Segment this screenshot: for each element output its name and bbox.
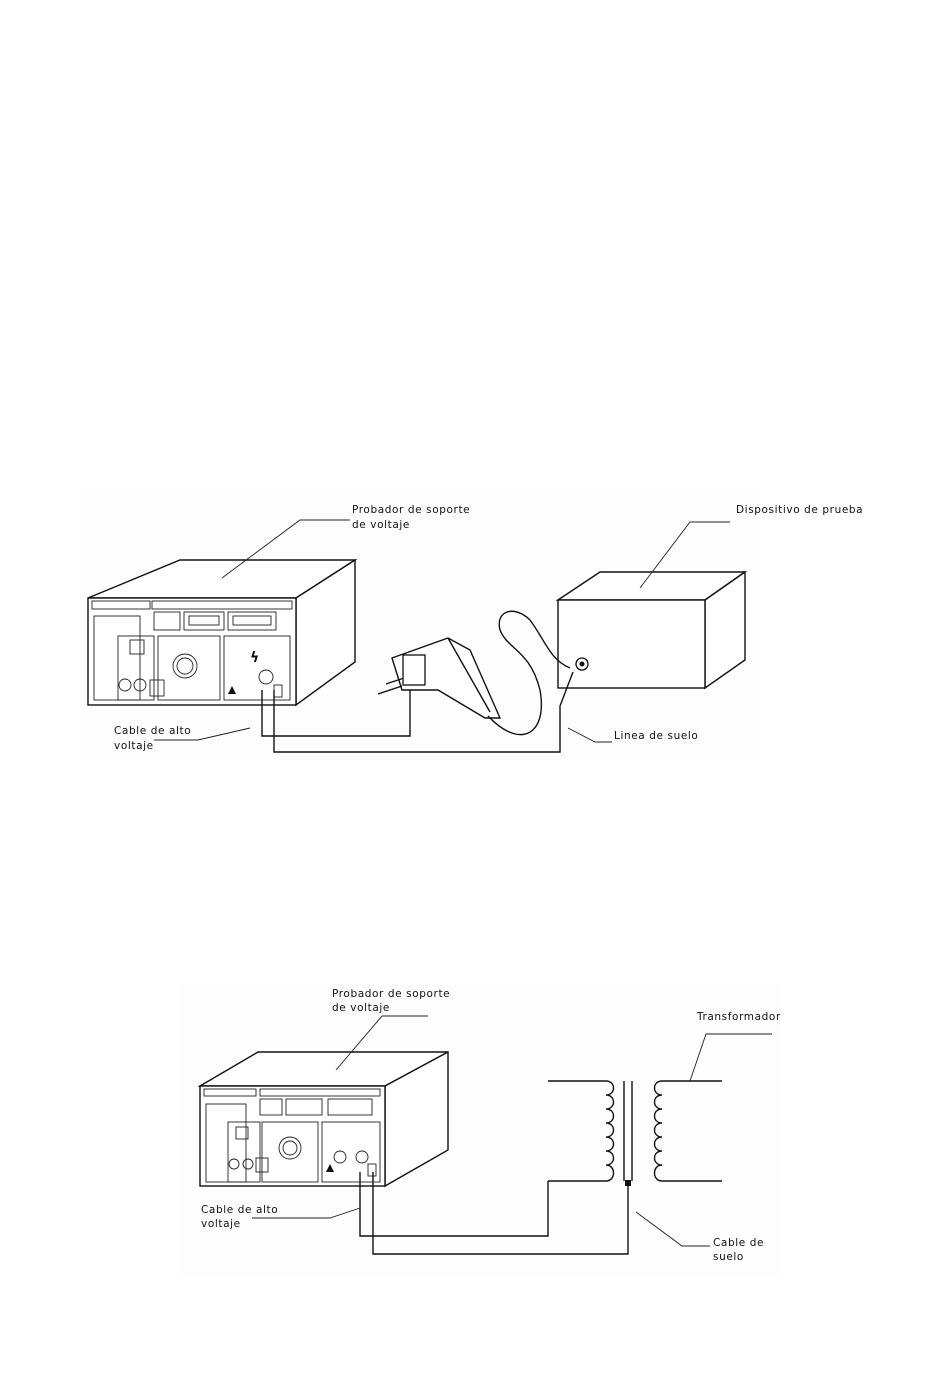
hv-cable-label-2-line1: Cable de alto [201,1204,278,1216]
diagram-1: ϟ Probador de soporte de voltaje Di [80,490,863,760]
ground-cable-label-line1: Cable de [713,1237,764,1249]
hv-cable-label-1-line2: voltaje [114,740,154,752]
device-label-1: Dispositivo de prueba [736,504,863,516]
tester-label-1-line1: Probador de soporte [352,504,470,516]
tester-label-1-line2: de voltaje [352,519,410,531]
tester-label-2-line2: de voltaje [332,1002,390,1014]
tester-2 [200,1052,448,1186]
tester-1: ϟ [88,560,355,705]
diagram-2: Probador de soporte de voltaje Transform… [180,985,781,1275]
lightning-icon: ϟ [250,650,260,666]
tester-label-2-line1: Probador de soporte [332,988,450,1000]
test-device-1 [558,572,745,688]
hv-cable-label-2-line2: voltaje [201,1218,241,1230]
transformer-label: Transformador [696,1011,781,1023]
ground-cable-label-line2: suelo [713,1251,744,1263]
hv-cable-label-1-line1: Cable de alto [114,725,191,737]
ground-line-label-1: Linea de suelo [614,730,698,742]
